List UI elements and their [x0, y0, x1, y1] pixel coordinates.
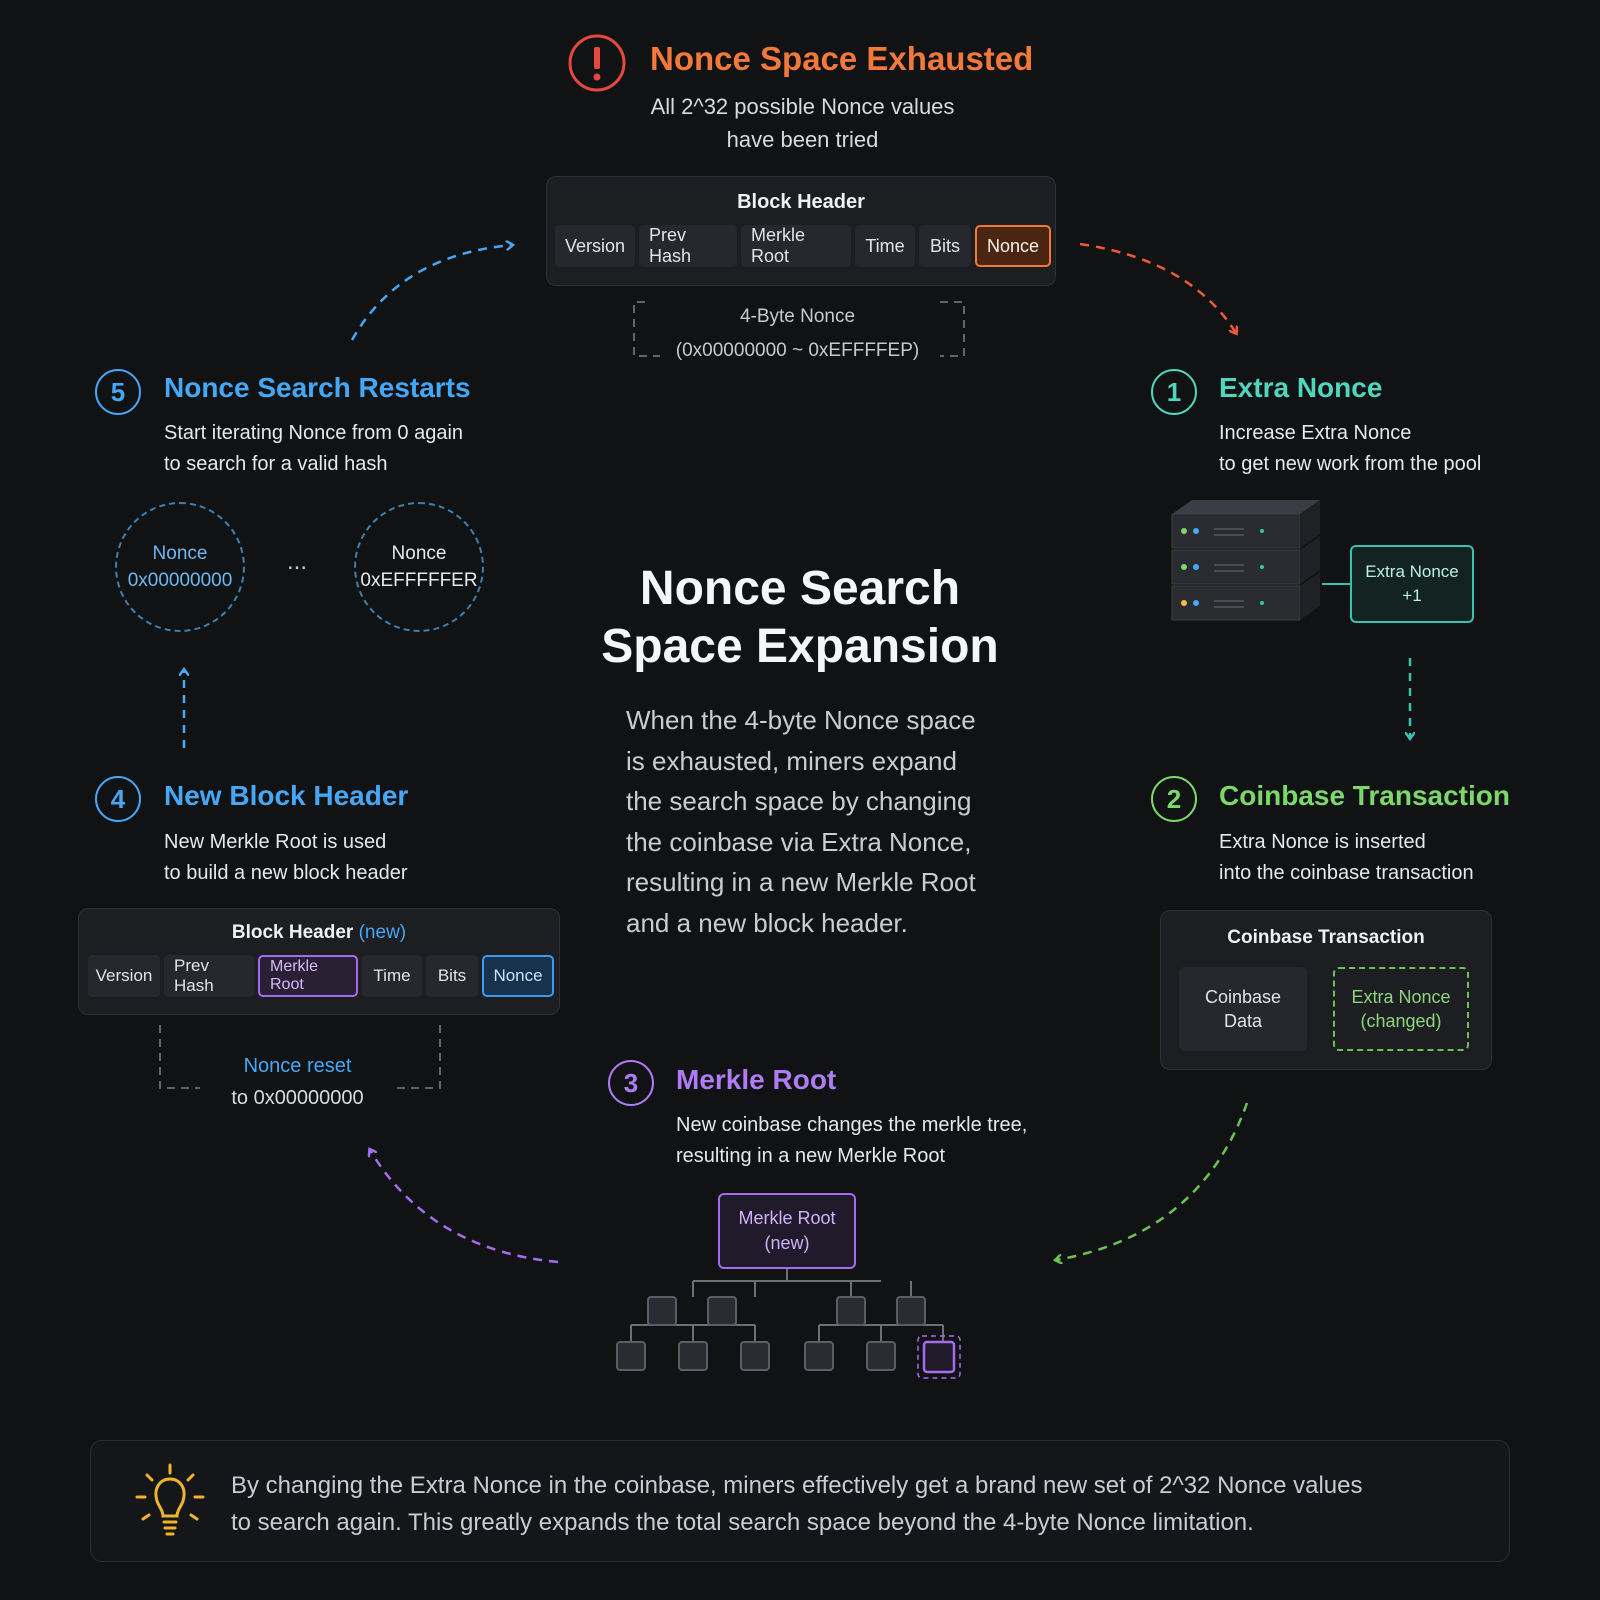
new-field-bits: Bits: [426, 955, 478, 997]
exhausted-description: All 2^32 possible Nonce values have been…: [650, 94, 955, 152]
tip-text: By changing the Extra Nonce in the coinb…: [231, 1472, 1363, 1536]
lightbulb-icon: [133, 1461, 207, 1541]
step-2-description: Extra Nonce is inserted into the coinbas…: [1219, 831, 1474, 884]
step-5-number: 5: [95, 369, 141, 415]
field-time: Time: [855, 225, 915, 267]
field-version: Version: [555, 225, 635, 267]
field-prev-hash: Prev Hash: [639, 225, 737, 267]
step-1-number: 1: [1151, 369, 1197, 415]
new-block-header-title: Block Header (new): [231, 922, 407, 943]
server-rack-icon: [1168, 494, 1324, 630]
nonce-reset-label: Nonce reset to 0x00000000: [200, 1050, 395, 1114]
new-block-header-box: Block Header (new) Version Prev Hash Mer…: [78, 908, 560, 1015]
step-2-number: 2: [1151, 776, 1197, 822]
step-2-title: Coinbase Transaction: [1219, 780, 1510, 811]
merkle-root-new-box: Merkle Root (new): [718, 1193, 856, 1269]
step-3-title: Merkle Root: [676, 1064, 837, 1095]
field-merkle-root: Merkle Root: [741, 225, 851, 267]
step-5-title: Nonce Search Restarts: [164, 372, 471, 403]
step-1-title: Extra Nonce: [1219, 372, 1383, 403]
new-field-nonce: Nonce: [482, 955, 554, 997]
block-header-box: Block Header Version Prev Hash Merkle Ro…: [546, 176, 1056, 286]
exclamation-icon: [567, 33, 627, 93]
new-field-prev-hash: Prev Hash: [164, 955, 254, 997]
exhausted-title: Nonce Space Exhausted: [650, 40, 1034, 77]
coinbase-box-title: Coinbase Transaction: [1227, 927, 1425, 948]
center-description: When the 4-byte Nonce space is exhausted…: [626, 705, 976, 938]
field-bits: Bits: [919, 225, 971, 267]
step-3-number: 3: [608, 1060, 654, 1106]
new-field-merkle-root: Merkle Root: [258, 955, 358, 997]
step-4-number: 4: [95, 776, 141, 822]
extra-nonce-changed-cell: Extra Nonce (changed): [1333, 967, 1469, 1051]
block-header-title: Block Header: [737, 191, 865, 213]
coinbase-data-cell: Coinbase Data: [1179, 967, 1307, 1051]
step-3-description: New coinbase changes the merkle tree, re…: [676, 1114, 1028, 1167]
new-field-time: Time: [362, 955, 422, 997]
nonce-range-label: 4-Byte Nonce (0x00000000 ~ 0xEFFFFEP): [675, 306, 920, 361]
step-4-description: New Merkle Root is used to build a new b…: [164, 831, 408, 884]
new-field-version: Version: [88, 955, 160, 997]
field-nonce: Nonce: [975, 225, 1051, 267]
page-title: Nonce Search Space Expansion: [601, 562, 999, 673]
tip-callout: By changing the Extra Nonce in the coinb…: [90, 1440, 1510, 1562]
nonce-ellipsis: ...: [287, 548, 308, 575]
extra-nonce-increment-box: Extra Nonce +1: [1350, 545, 1474, 623]
merkle-tree-icon: [600, 1269, 980, 1384]
step-5-description: Start iterating Nonce from 0 again to se…: [164, 422, 464, 475]
step-4-title: New Block Header: [164, 780, 409, 811]
step-1-description: Increase Extra Nonce to get new work fro…: [1219, 422, 1482, 475]
coinbase-transaction-box: Coinbase Transaction Coinbase Data Extra…: [1160, 910, 1492, 1070]
nonce-end-circle: Nonce 0xEFFFFFER: [354, 502, 484, 632]
nonce-start-circle: Nonce 0x00000000: [115, 502, 245, 632]
